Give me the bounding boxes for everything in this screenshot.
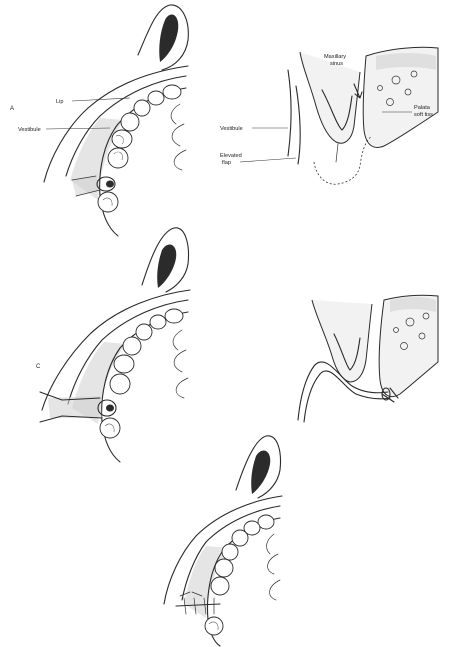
panel-e <box>164 436 282 646</box>
panel-c-teeth <box>100 309 183 438</box>
panel-a-palate-rugae <box>171 104 186 170</box>
panel-b-sinus-opening <box>336 144 338 162</box>
panel-e-palate-rugae <box>267 534 280 600</box>
panel-a-letter: A <box>10 106 14 112</box>
panel-c-nostril <box>157 244 176 288</box>
panel-a-label-lip: Lip <box>56 99 63 105</box>
panel-c: C <box>36 228 190 462</box>
panel-a-label-vestibule: Vestibule <box>18 127 41 133</box>
panel-d <box>298 295 438 422</box>
panel-b-label-palatal-2: soft tiss <box>414 112 433 118</box>
panel-b-vestibule-tissue <box>288 70 291 156</box>
panel-d-bone-left <box>312 300 372 382</box>
panel-b-elevated-flap <box>296 86 300 164</box>
panel-b-label-flap-2: flap <box>222 160 231 166</box>
panel-b-label-flap-1: Elevated <box>220 153 242 159</box>
panel-b-label-vestibule: Vestibule <box>220 126 243 132</box>
panel-c-letter: C <box>36 364 41 370</box>
panel-a-nostril <box>159 15 178 62</box>
panel-b-label-sinus-2: sinus <box>330 61 343 67</box>
panel-b-leader-flap <box>240 158 296 162</box>
panel-a: A Lip Vestibule <box>10 5 188 236</box>
panel-b-label-palatal-1: Palata <box>414 105 431 111</box>
panel-e-nostril <box>251 450 270 494</box>
panel-a-teeth <box>98 85 181 212</box>
panel-b-label-sinus-1: Maxillary <box>324 54 346 60</box>
panel-b: Maxillary sinus Vestibule Elevated flap … <box>220 47 438 184</box>
panel-a-oroantral-opening <box>106 181 114 188</box>
panel-c-oroantral-opening <box>106 405 114 412</box>
panel-c-palate-rugae <box>173 330 188 398</box>
